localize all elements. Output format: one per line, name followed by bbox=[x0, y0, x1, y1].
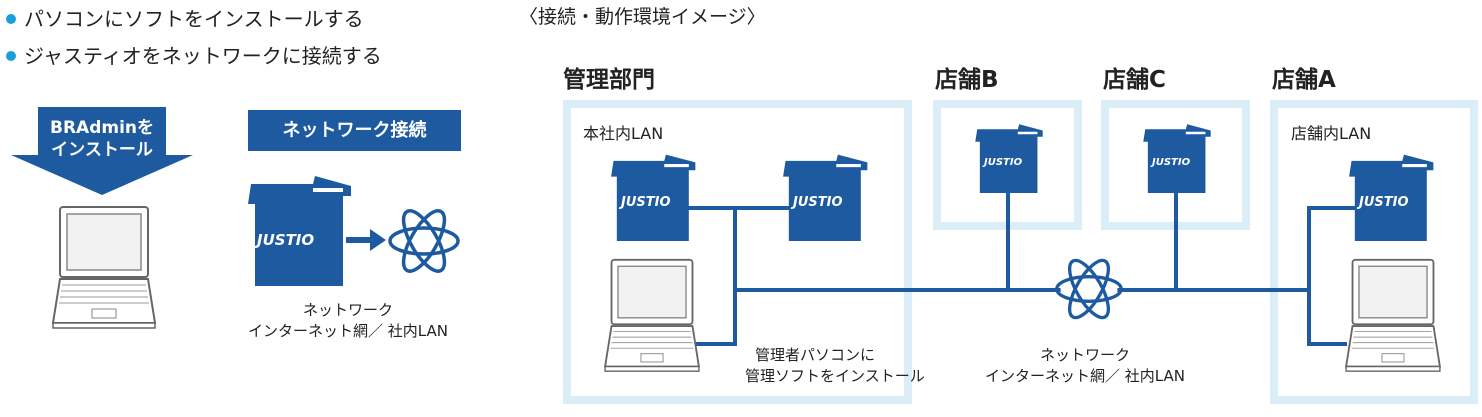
printer-brand-label: JUSTIO bbox=[1152, 157, 1191, 168]
printer-brand-label: JUSTIO bbox=[1359, 195, 1409, 210]
printer-brand-label: JUSTIO bbox=[257, 231, 315, 249]
section-store-b: 店舗B bbox=[935, 67, 999, 93]
printer-icon: JUSTIO bbox=[1140, 123, 1212, 193]
wire-admin-laptop bbox=[695, 342, 737, 346]
install-arrow: BRAdminを インストール bbox=[11, 107, 193, 195]
printer-brand-label: JUSTIO bbox=[984, 157, 1023, 168]
wire-store-a-laptop bbox=[1307, 342, 1347, 346]
wire-store-c bbox=[1174, 190, 1178, 290]
bullet-connect-network: ジャスティオをネットワークに接続する bbox=[6, 40, 382, 69]
network-globe-icon bbox=[388, 209, 460, 273]
store-laptop-icon bbox=[1345, 258, 1441, 372]
printer-icon: JUSTIO bbox=[1345, 153, 1435, 241]
printer-brand-label: JUSTIO bbox=[793, 195, 843, 210]
section-store-c: 店舗C bbox=[1103, 67, 1166, 93]
bullet-install-software: パソコンにソフトをインストールする bbox=[6, 3, 364, 32]
wire-backbone bbox=[733, 288, 1311, 292]
wire-store-b bbox=[1006, 190, 1010, 290]
admin-pc-caption: 管理者パソコンに 管理ソフトをインストール bbox=[745, 346, 925, 385]
printer-icon: JUSTIO bbox=[779, 153, 869, 241]
printer-brand-label: JUSTIO bbox=[621, 195, 671, 210]
store-lan-label: 店舗内LAN bbox=[1291, 124, 1372, 143]
printer-icon: JUSTIO bbox=[972, 123, 1044, 193]
wire-store-a-printer bbox=[1307, 206, 1357, 210]
head-office-lan-label: 本社内LAN bbox=[583, 124, 664, 143]
install-arrow-line1: BRAdminを bbox=[49, 118, 155, 138]
center-network-caption: ネットワーク インターネット網／ 社内LAN bbox=[985, 346, 1185, 385]
install-arrow-line2: インストール bbox=[51, 140, 153, 160]
section-store-a: 店舗A bbox=[1272, 67, 1336, 93]
admin-laptop-icon bbox=[604, 258, 700, 372]
bullet-dot-icon bbox=[6, 50, 16, 61]
wire-store-a-vertical bbox=[1307, 206, 1311, 346]
bullet-dot-icon bbox=[6, 13, 16, 24]
network-globe-icon bbox=[1055, 258, 1123, 320]
left-network-caption: ネットワーク インターネット網／ 社内LAN bbox=[248, 301, 448, 340]
printer-icon: JUSTIO bbox=[243, 174, 353, 286]
section-admin: 管理部門 bbox=[563, 67, 655, 93]
right-arrow-icon bbox=[346, 229, 386, 251]
wire-admin-vertical bbox=[733, 206, 737, 346]
network-connection-box: ネットワーク接続 bbox=[248, 110, 461, 151]
diagram-title: 〈接続・動作環境イメージ〉 bbox=[519, 6, 766, 28]
down-arrow-icon bbox=[11, 107, 193, 195]
printer-icon: JUSTIO bbox=[607, 153, 697, 241]
laptop-icon bbox=[52, 206, 156, 329]
